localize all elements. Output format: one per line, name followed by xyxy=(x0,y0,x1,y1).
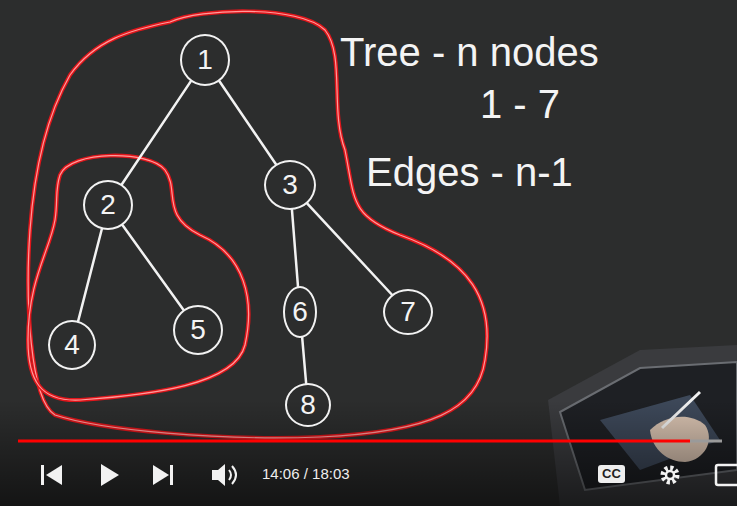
video-time: 14:06 / 18:03 xyxy=(262,466,350,483)
node-number: 5 xyxy=(190,315,206,344)
player-icons xyxy=(41,464,737,486)
tree-node: 4 xyxy=(48,320,96,370)
tree-node: 1 xyxy=(180,34,230,86)
controls-shade xyxy=(0,400,737,506)
progress-bar xyxy=(18,440,690,443)
tree-edge xyxy=(123,225,184,309)
next-bar xyxy=(170,465,173,485)
board-note: Tree - n nodes xyxy=(340,30,599,74)
tree-outline xyxy=(28,11,487,438)
tree-edge xyxy=(122,81,191,184)
node-number: 4 xyxy=(64,330,80,359)
board-note: Edges - n-1 xyxy=(366,150,573,194)
tree-node: 6 xyxy=(283,286,317,338)
board-note: 1 - 7 xyxy=(480,82,560,126)
volume-wave xyxy=(229,470,231,480)
tree-edge xyxy=(292,210,298,286)
settings-gear xyxy=(663,468,677,482)
tree-edge xyxy=(78,229,102,321)
volume-wave xyxy=(232,466,236,484)
tree-node: 3 xyxy=(264,160,316,210)
tree-node: 7 xyxy=(383,289,433,335)
tree-outline-core xyxy=(28,11,487,438)
tree-edge xyxy=(307,204,391,295)
subtree-outline xyxy=(28,156,249,401)
prev-bar xyxy=(41,465,44,485)
settings-gear-hub xyxy=(666,471,674,479)
node-number: 7 xyxy=(400,297,416,326)
miniplayer-icon xyxy=(716,465,737,485)
node-number: 8 xyxy=(300,390,316,419)
subtree-outlines xyxy=(28,11,487,438)
tree-edge xyxy=(302,338,306,383)
play-icon xyxy=(101,464,119,486)
tree-node: 2 xyxy=(83,180,133,230)
volume-icon xyxy=(212,464,225,486)
captions-button: CC xyxy=(598,465,625,483)
node-number: 6 xyxy=(292,297,308,326)
tree-node: 5 xyxy=(173,305,223,355)
subtree-outline-core xyxy=(28,156,249,401)
tree-edge xyxy=(219,81,275,164)
next-icon xyxy=(153,465,169,485)
node-number: 1 xyxy=(197,45,213,74)
node-number: 2 xyxy=(100,190,116,219)
tree-node: 8 xyxy=(285,383,331,427)
node-number: 3 xyxy=(282,170,298,199)
progress-rest xyxy=(690,440,722,443)
prev-icon xyxy=(46,465,62,485)
